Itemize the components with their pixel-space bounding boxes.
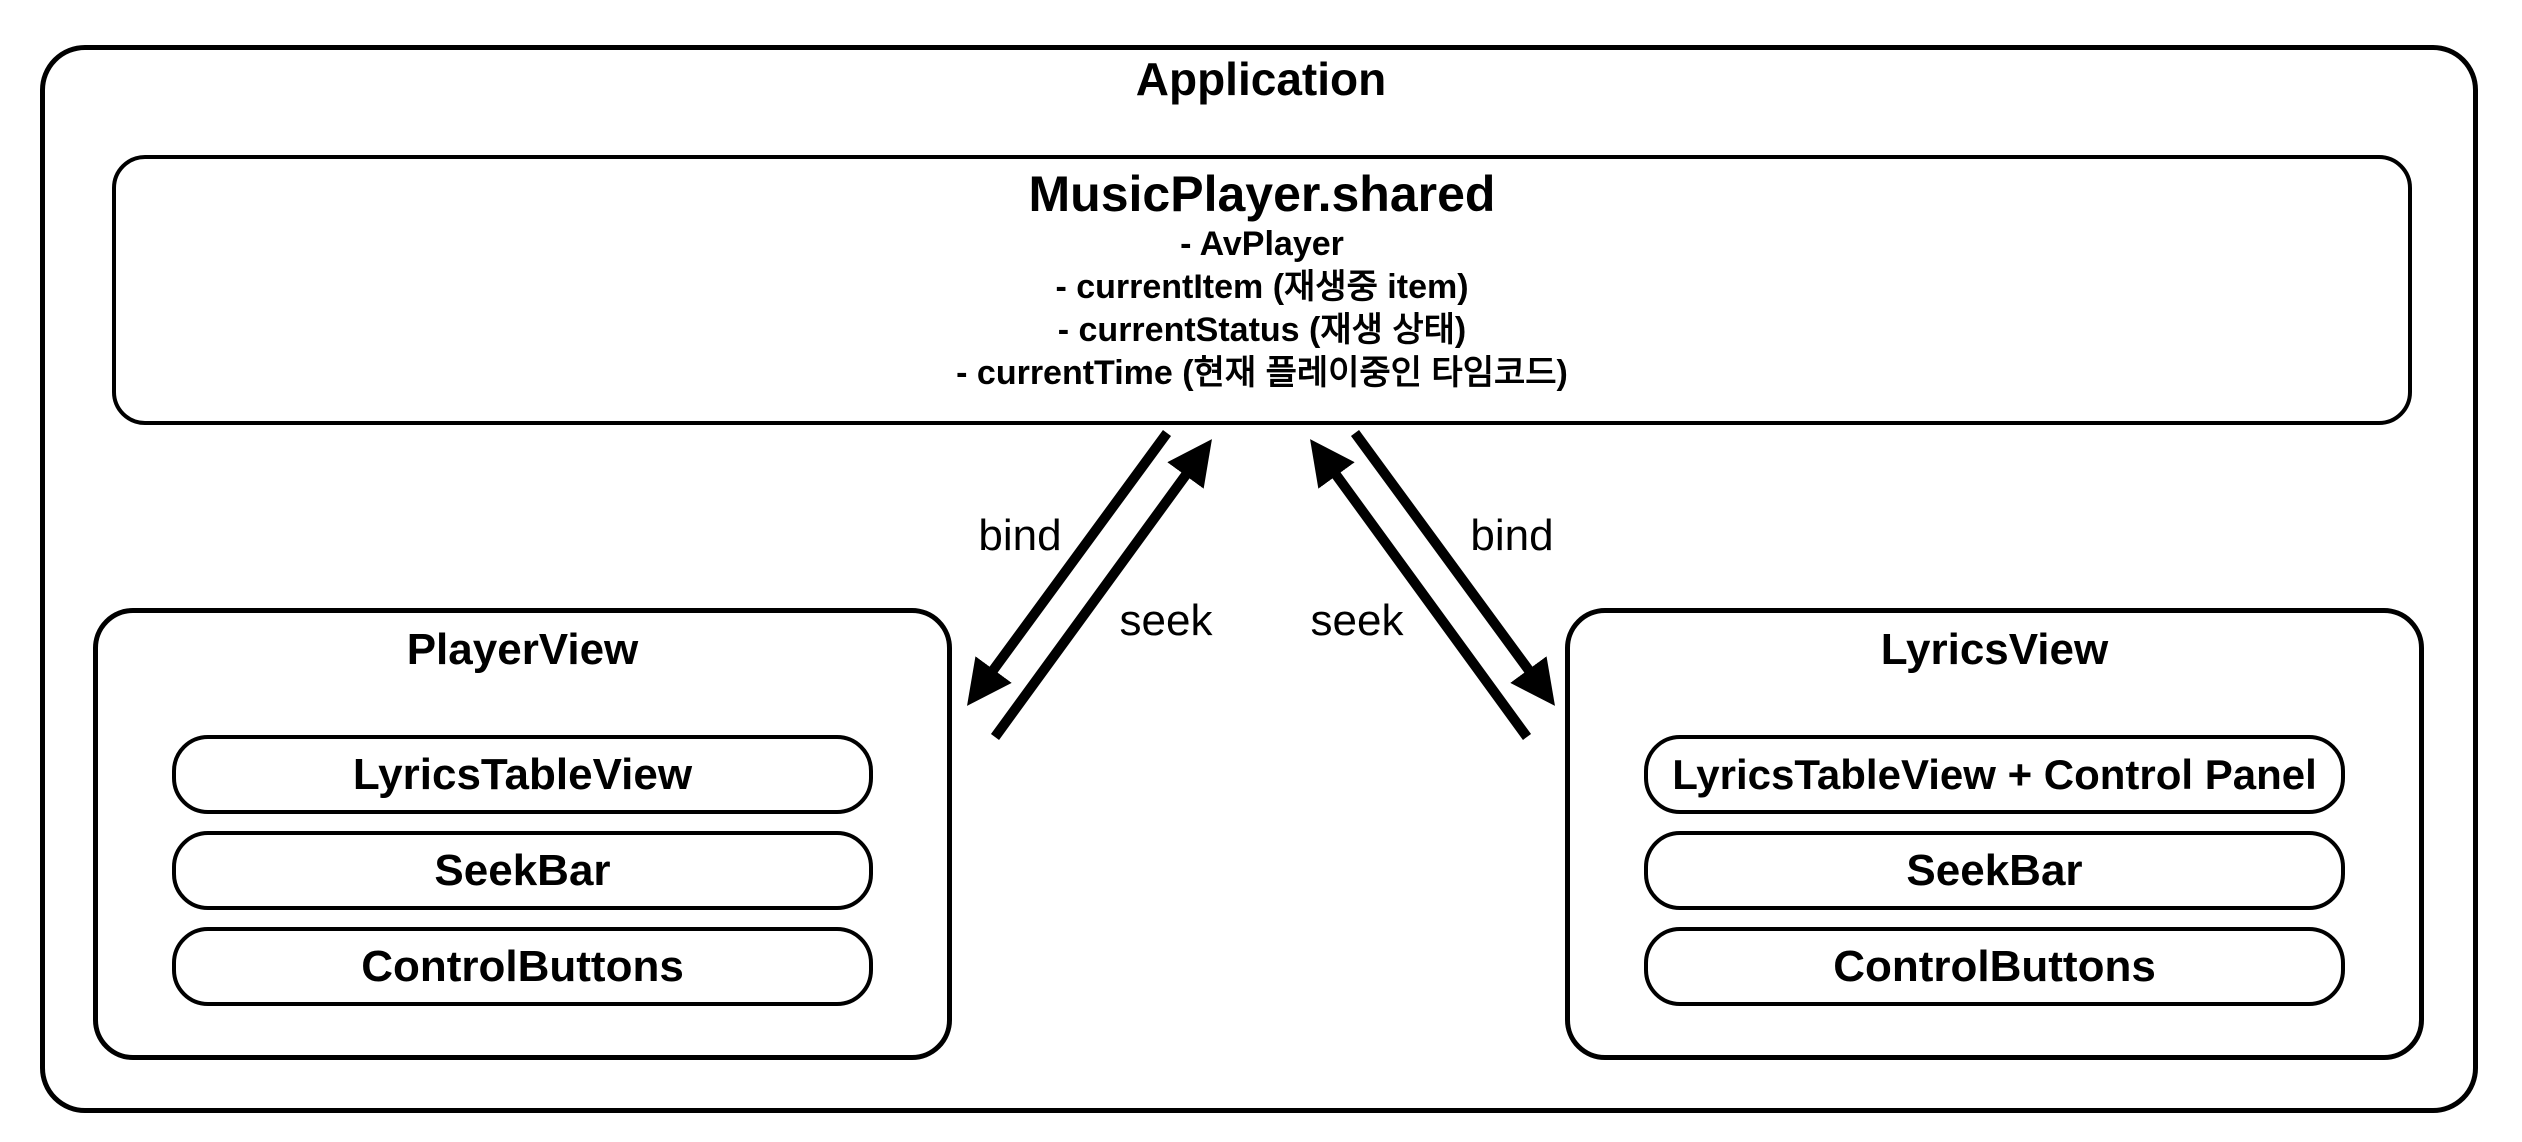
music-player-shared-box: MusicPlayer.shared - AvPlayer - currentI… (112, 155, 2412, 425)
player-view-seekbar-pill: SeekBar (172, 831, 873, 910)
application-title: Application (1135, 53, 1387, 105)
lyrics-view-lyricstableview-controlpanel-pill: LyricsTableView + Control Panel (1644, 735, 2345, 814)
music-player-property-currentstatus: - currentStatus (재생 상태) (1057, 311, 1467, 349)
player-view-box: PlayerView LyricsTableView SeekBar Contr… (93, 608, 952, 1060)
lyrics-view-box: LyricsView LyricsTableView + Control Pan… (1565, 608, 2424, 1060)
lyrics-view-title: LyricsView (1880, 625, 2109, 674)
player-view-title: PlayerView (406, 625, 639, 674)
player-view-controlbuttons-pill: ControlButtons (172, 927, 873, 1006)
seek-label-player: seek (1115, 599, 1217, 643)
music-player-property-avplayer: - AvPlayer (1180, 225, 1344, 263)
music-player-property-currentitem: - currentItem (재생중 item) (1055, 268, 1469, 306)
lyrics-view-controlbuttons-pill: ControlButtons (1644, 927, 2345, 1006)
bind-label-lyrics: bind (1466, 514, 1558, 558)
seek-label-lyrics: seek (1306, 599, 1408, 643)
music-player-property-currenttime: - currentTime (현재 플레이중인 타임코드) (956, 354, 1568, 392)
music-player-shared-title: MusicPlayer.shared (1028, 166, 1496, 222)
player-view-lyricstableview-pill: LyricsTableView (172, 735, 873, 814)
bind-label-player: bind (974, 514, 1066, 558)
lyrics-view-seekbar-pill: SeekBar (1644, 831, 2345, 910)
